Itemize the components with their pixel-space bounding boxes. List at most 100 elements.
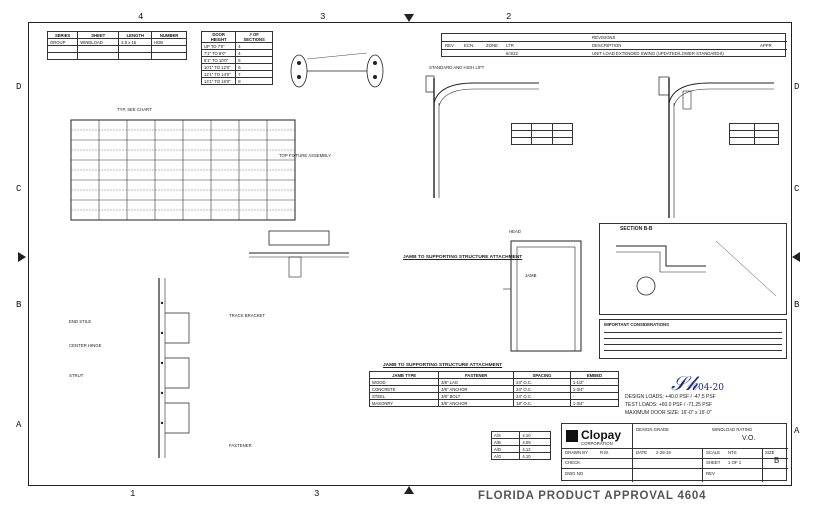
- center-mark-top: [404, 14, 414, 22]
- jamb-section-title: JAMB TO SUPPORTING STRUCTURE ATTACHMENT: [403, 255, 523, 260]
- zone-right-C: C: [794, 184, 800, 194]
- table-cell: 4: [235, 49, 273, 57]
- table-cell: [77, 52, 120, 60]
- table-cell: 10'1" TO 12'0": [200, 63, 237, 71]
- section-bb-drawing: [616, 240, 777, 297]
- zone-bottom-1: 1: [130, 489, 136, 499]
- company-sub: CORPORATION: [581, 441, 613, 446]
- scale-value: NTS: [728, 450, 737, 455]
- drawing-sheet: SERIES SHEET LENGTH NUMBER GROUP WINDLOA…: [28, 22, 792, 486]
- jamb-header-fastener: FASTENER: [438, 371, 515, 379]
- table-cell: [151, 45, 187, 53]
- drawn-by-label: DRAWN BY: [565, 450, 588, 455]
- table-cell: CONCRETE: [368, 385, 440, 393]
- table-cell: HDB: [151, 38, 187, 46]
- revision-col-rev: REV: [445, 43, 454, 48]
- jamb-table-title: JAMB TO SUPPORTING STRUCTURE ATTACHMENT: [383, 363, 503, 368]
- center-mark-left: [18, 252, 26, 262]
- table-cell: 3/8" ANCHOR: [438, 385, 515, 393]
- zone-left-B: B: [16, 300, 22, 310]
- table-cell: GROUP: [46, 38, 79, 46]
- model-table: SERIES SHEET LENGTH NUMBER GROUP WINDLOA…: [46, 31, 187, 60]
- jamb-header-type: JAMB TYPE: [368, 371, 440, 379]
- note-head: HEAD: [509, 229, 521, 234]
- table-cell: [729, 123, 755, 131]
- table-cell: 7: [235, 70, 273, 78]
- table-cell: 4: [235, 42, 273, 50]
- table-cell: 7'1" TO 8'0": [200, 49, 237, 57]
- date-value: 2-28-19: [656, 450, 671, 455]
- max-size-note: MAXIMUM DOOR SIZE: 16'-0" x 16'-0": [625, 410, 712, 416]
- section-profile-drawing: [158, 278, 190, 458]
- table-cell: 1-1/2": [569, 378, 620, 386]
- table-cell: [729, 137, 755, 145]
- model-header-series: SERIES: [46, 31, 79, 39]
- zone-left-A: A: [16, 420, 22, 430]
- sheet-label: SHEET: [706, 460, 721, 465]
- table-cell: [510, 137, 533, 145]
- section-header-height: DOOR HEIGHT: [200, 31, 237, 43]
- track-elevation-left: [425, 75, 539, 198]
- table-cell: 4.09: [519, 438, 551, 446]
- table-cell: 12'1" TO 14'0": [200, 70, 237, 78]
- track-chart-1: [510, 123, 574, 145]
- table-cell: 4.12: [519, 445, 551, 453]
- model-header-length: LENGTH: [118, 31, 153, 39]
- revision-col-zone: ZONE: [486, 43, 498, 48]
- track-elevation-right: [658, 76, 774, 218]
- revision-col-appr: APPR: [760, 43, 772, 48]
- table-cell: 5: [235, 56, 273, 64]
- door-elevation-drawing: [70, 119, 296, 221]
- table-cell: [46, 52, 79, 60]
- table-cell: [118, 45, 153, 53]
- company-logo: Clopay CORPORATION: [566, 428, 626, 446]
- revision-col-desc: DESCRIPTION: [592, 43, 622, 48]
- zone-right-B: B: [794, 300, 800, 310]
- sheet-value: 1 OF 1: [728, 460, 742, 465]
- table-cell: 24" O.C.: [513, 378, 571, 386]
- title-block: Clopay CORPORATION DESIGN GRADE WINDLOAD…: [561, 423, 788, 482]
- zone-top-3: 3: [320, 12, 326, 22]
- table-cell: A/S: [490, 431, 521, 439]
- table-cell: [551, 123, 574, 131]
- table-cell: [510, 123, 533, 131]
- table-cell: WOOD: [368, 378, 440, 386]
- jamb-header-embed: EMBED: [569, 371, 620, 379]
- table-cell: 24" O.C.: [513, 385, 571, 393]
- test-loads-note: TEST LOADS: +60.0 PSF / -71.25 PSF: [625, 402, 713, 408]
- table-cell: 18" O.C.: [513, 399, 571, 407]
- table-cell: A/D: [490, 445, 521, 453]
- table-cell: 8: [235, 77, 273, 85]
- table-cell: [46, 45, 79, 53]
- table-cell: [729, 130, 755, 138]
- section-bb-box: SECTION B-B: [599, 223, 787, 315]
- zone-right-A: A: [794, 426, 800, 436]
- table-cell: 3/8" BOLT: [438, 392, 515, 400]
- table-cell: [531, 137, 553, 145]
- design-loads-note: DESIGN LOADS: +40.0 PSF / -47.5 PSF: [625, 394, 716, 400]
- note-center-hinge: CENTER HINGE: [69, 343, 102, 348]
- zone-right-D: D: [794, 82, 800, 92]
- windload-rating-label: WINDLOAD RATING: [712, 427, 753, 432]
- revision-title: REVISIONS: [592, 35, 616, 40]
- check-label: CHECK: [565, 460, 581, 465]
- table-cell: [753, 137, 779, 145]
- drawing-title: FLORIDA PRODUCT APPROVAL 4604: [478, 490, 707, 502]
- revision-block: REVISIONS REV ECN ZONE LTR DESCRIPTION A…: [441, 33, 787, 57]
- table-cell: 4.10: [519, 431, 551, 439]
- table-cell: 6: [235, 63, 273, 71]
- table-cell: WINDLOAD: [77, 38, 120, 46]
- important-label: IMPORTANT CONSIDERATIONS: [604, 322, 670, 327]
- table-cell: -: [569, 392, 620, 400]
- table-cell: STEEL: [368, 392, 440, 400]
- table-cell: 1-3/4": [569, 399, 620, 407]
- table-cell: [551, 130, 574, 138]
- zone-left-C: C: [16, 184, 22, 194]
- note-see-chart: TYP. SEE CHART: [117, 107, 152, 112]
- section-bb-label: SECTION B-B: [620, 226, 653, 232]
- table-cell: [531, 123, 553, 131]
- revision-description: UNIT LOAD EXTENDED SWING (UPDATED/LOWER …: [592, 51, 724, 56]
- revision-col-ltr: LTR: [506, 43, 514, 48]
